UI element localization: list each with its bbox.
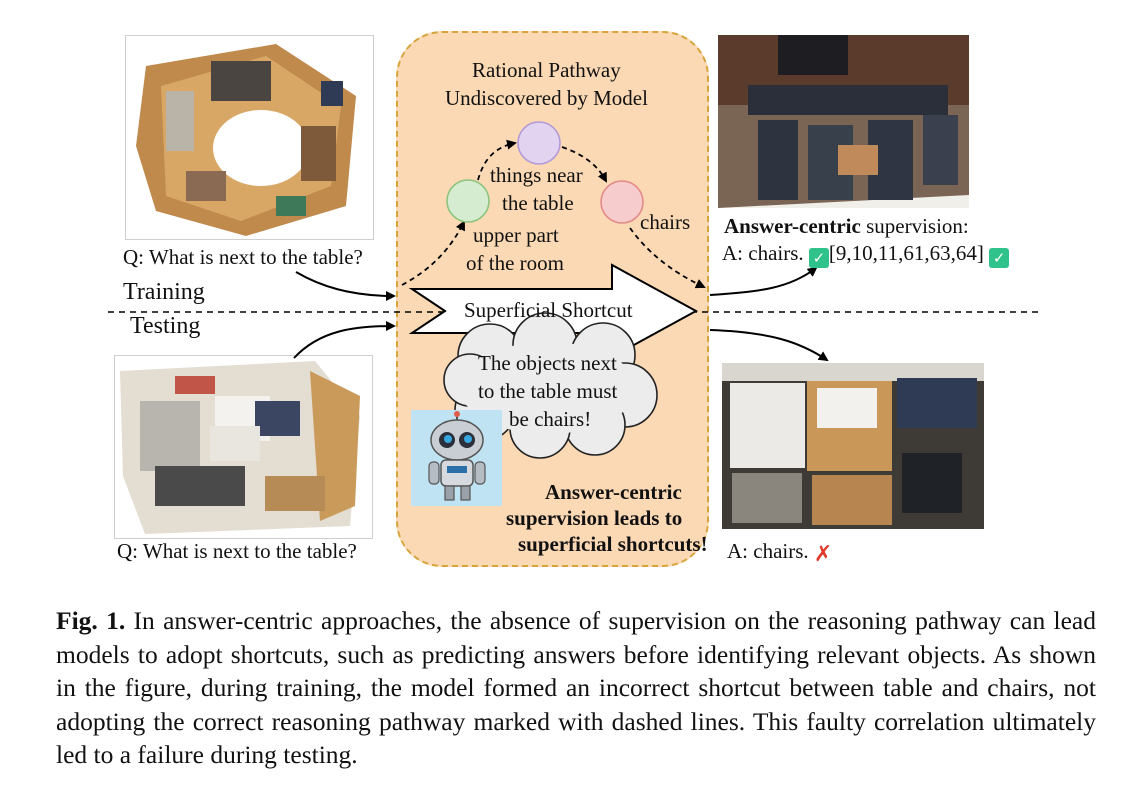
caption-label: Fig. 1. (56, 606, 126, 635)
thought-line-1: The objects next (478, 351, 617, 375)
pathway-title-line2: Undiscovered by Model (445, 86, 648, 110)
testing-answer-image (722, 363, 984, 529)
supervision-rest: supervision: (860, 214, 969, 238)
thought-line-3: be chairs! (509, 407, 592, 431)
figure-caption: Fig. 1. In answer-centric approaches, th… (56, 604, 1096, 772)
answer-test: A: chairs. (727, 539, 809, 563)
bold-note-line-2: supervision leads to (506, 506, 683, 530)
node-purple-label-1: things near (490, 163, 583, 187)
answer-train-ids: [9,10,11,61,63,64] (828, 241, 984, 265)
dashed-path-red-end (629, 227, 706, 289)
arrow-question-train (295, 271, 396, 301)
node-green-label-2: of the room (466, 251, 564, 275)
question-training: Q: What is next to the table? (123, 245, 363, 269)
arrow-train-output (709, 266, 818, 296)
training-scene-image (125, 35, 374, 240)
training-label: Training (123, 279, 205, 305)
node-red (600, 180, 644, 224)
node-green-label-1: upper part (473, 223, 559, 247)
shortcut-label: Superficial Shortcut (464, 298, 633, 322)
dashed-path-purple-red (561, 146, 607, 183)
dashed-path-green-purple (477, 139, 517, 181)
robot-icon (411, 410, 502, 506)
pathway-title-line1: Rational Pathway (472, 58, 621, 82)
caption-text: In answer-centric approaches, the absenc… (56, 606, 1096, 769)
bold-note-line-1: Answer-centric (545, 480, 682, 504)
testing-scene-image (114, 355, 373, 539)
answer-train-prefix: A: chairs. (722, 241, 804, 265)
answer-test-line: A: chairs. ✗ (727, 541, 834, 566)
testing-label: Testing (130, 313, 201, 339)
check-icon: ✓ (808, 248, 829, 268)
node-purple-label-2: the table (502, 191, 574, 215)
question-testing: Q: What is next to the table? (117, 539, 357, 563)
cross-icon: ✗ (813, 542, 833, 567)
supervision-bold: Answer-centric (724, 214, 861, 238)
arrow-test-output (709, 329, 829, 362)
bold-note-line-3: superficial shortcuts! (518, 532, 708, 556)
answer-train-line: A: chairs. ✓[9,10,11,61,63,64] ✓ (722, 241, 1010, 268)
arrow-question-test (293, 321, 396, 359)
node-red-label: chairs (640, 210, 691, 234)
check-icon: ✓ (989, 248, 1010, 268)
node-green (446, 179, 490, 223)
thought-line-2: to the table must (478, 379, 618, 403)
training-answer-image (718, 35, 969, 208)
node-purple (517, 121, 561, 165)
dashed-path-start (401, 220, 465, 286)
supervision-line: Answer-centric supervision: (724, 216, 969, 237)
